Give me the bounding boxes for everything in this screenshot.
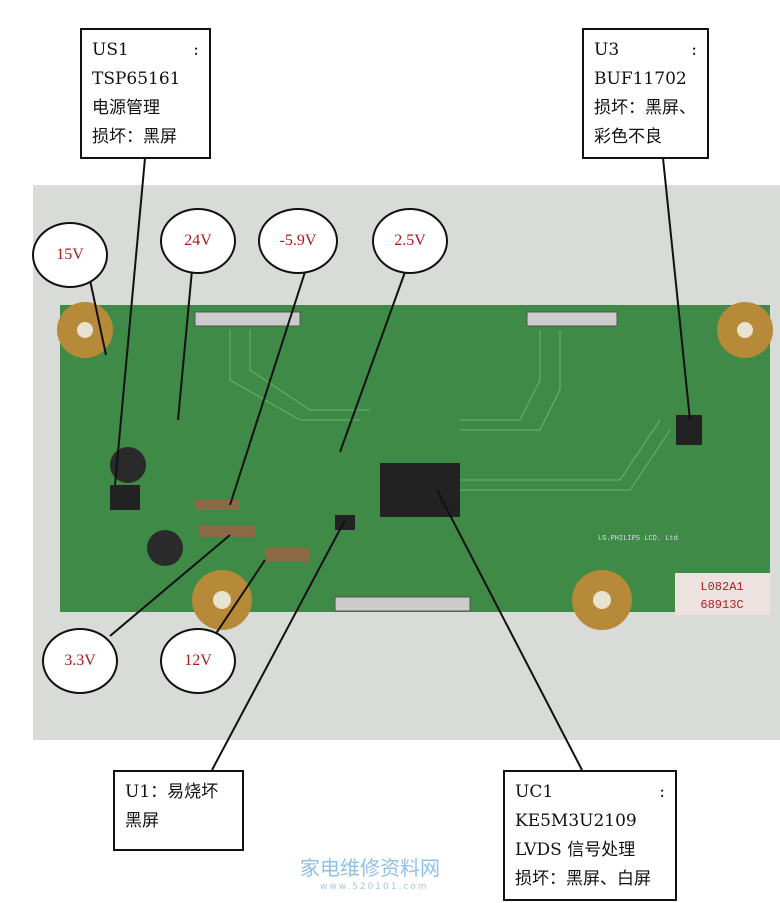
pcb-board: L082A1 68913C LG.PHILIPS LCD. Ltd [57,302,773,630]
uc1-chip [380,463,460,517]
watermark-url: www.520101.com [320,882,429,892]
function: 电源管理 [92,98,160,118]
function: LVDS 信号处理 [515,840,636,860]
us1-chip [110,485,140,510]
board-label-2: 68913C [700,598,743,612]
uc1-annotation: UC1: KE5M3U2109 LVDS 信号处理 损坏：黑屏、白屏 [503,770,677,901]
voltage-15v: 15V [32,222,108,288]
part-number: KE5M3U2109 [515,811,637,831]
voltage-3-3v: 3.3V [42,628,118,694]
voltage-neg-5-9v: -5.9V [258,208,338,274]
voltage-24v: 24V [160,208,236,274]
label: U3 [594,40,620,60]
voltage-12v: 12V [160,628,236,694]
part-number: BUF11702 [594,69,687,89]
failure: 损坏：黑屏 [92,127,177,147]
us1-annotation: US1: TSP65161 电源管理 损坏：黑屏 [80,28,211,159]
board-label-1: L082A1 [700,580,743,594]
part-number: TSP65161 [92,69,181,89]
failure: 黑屏 [125,811,159,831]
u1-chip [335,515,355,530]
failure: 损坏：黑屏、 [594,98,696,118]
leader-lines [89,157,691,771]
u1-annotation: U1：易烧坏 黑屏 [113,770,244,851]
voltage-2-5v: 2.5V [372,208,448,274]
colon: : [691,40,697,60]
label: U1：易烧坏 [125,782,219,802]
failure: 损坏：黑屏、白屏 [515,869,651,889]
colon: : [659,782,665,802]
failure-2: 彩色不良 [594,127,662,147]
label: US1 [92,40,129,60]
u3-annotation: U3: BUF11702 损坏：黑屏、 彩色不良 [582,28,709,159]
watermark-brand: 家电维修资料网 [300,856,440,880]
board-maker: LG.PHILIPS LCD. Ltd [598,535,678,543]
label: UC1 [515,782,554,802]
colon: : [193,40,199,60]
